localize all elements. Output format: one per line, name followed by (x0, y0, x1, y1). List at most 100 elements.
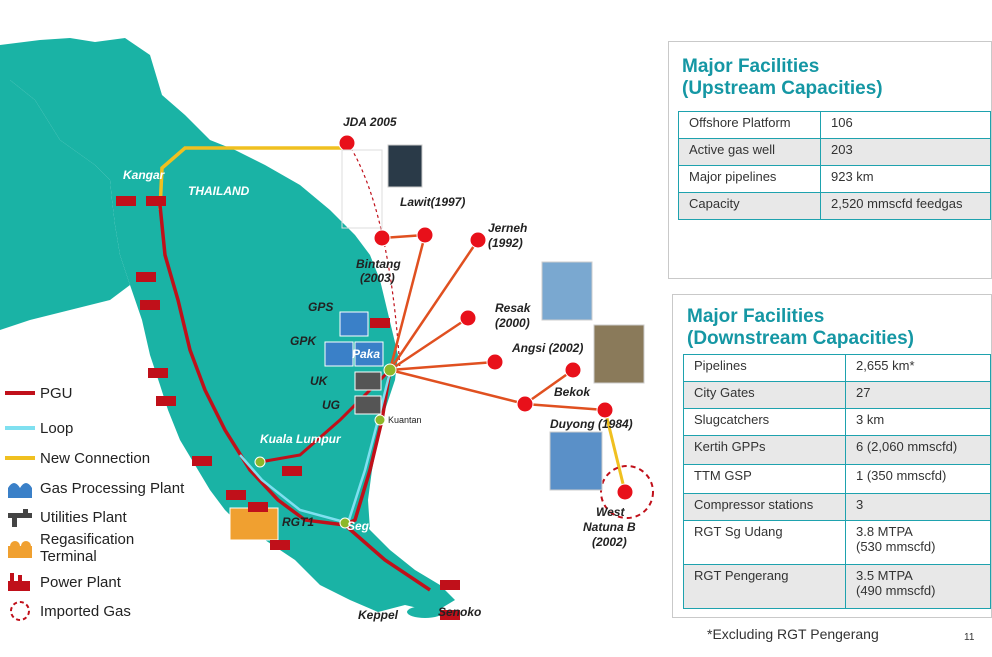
yellow-line-icon (0, 447, 40, 469)
label-duyong: Duyong (1984) (550, 417, 633, 431)
label-kuantan: Kuantan (388, 415, 422, 425)
upstream-label-cell: Capacity (678, 192, 821, 220)
label-resak-year: (2000) (495, 316, 530, 330)
gps-icon (339, 311, 369, 337)
downstream-label-cell: Pipelines (683, 354, 846, 382)
label-west-natuna-2: Natuna B (583, 520, 636, 534)
downstream-value-cell: 3.8 MTPA (530 mmscfd) (845, 520, 991, 565)
land-left (0, 80, 130, 330)
upstream-panel: Major Facilities (Upstream Capacities) O… (668, 41, 992, 279)
legend-item-loop: Loop (0, 417, 73, 439)
legend-label: New Connection (40, 449, 151, 467)
upstream-value-cell: 923 km (820, 165, 991, 193)
label-jda: JDA 2005 (343, 115, 397, 129)
legend-label: Loop (40, 419, 74, 437)
label-west-natuna-year: (2002) (592, 535, 627, 549)
pgu-line-east (344, 369, 392, 527)
upstream-value-cell: 106 (820, 111, 991, 139)
downstream-label-cell: City Gates (683, 381, 846, 409)
angsi-photo (593, 324, 645, 384)
upstream-title: Major Facilities (Upstream Capacities) (682, 56, 883, 100)
legend-item-imported-gas: Imported Gas (0, 600, 131, 622)
label-kuala-lumpur: Kuala Lumpur (260, 432, 342, 446)
resak-photo (541, 261, 593, 321)
downstream-label-cell: RGT Sg Udang (683, 520, 846, 565)
page-number: 11 (964, 632, 975, 643)
legend-item-pgu: PGU (0, 382, 73, 404)
downstream-title-line2: (Downstream Capacities) (687, 328, 915, 349)
downstream-value-cell: 2,655 km* (845, 354, 991, 382)
imported-gas-ring (600, 465, 654, 519)
gas-plant-icon (0, 477, 40, 499)
downstream-label-cell: Compressor stations (683, 493, 846, 521)
upstream-label-cell: Offshore Platform (678, 111, 821, 139)
legend-item-gas-plant: Gas Processing Plant (0, 477, 184, 499)
label-thailand: THAILAND (188, 184, 250, 198)
label-uk: UK (310, 374, 329, 388)
label-west-natuna: West (596, 505, 625, 519)
label-jerneh: Jerneh (488, 221, 527, 235)
legend-item-utilities: Utilities Plant (0, 506, 127, 528)
downstream-value-cell: 3 (845, 493, 991, 521)
label-bekok: Bekok (554, 385, 591, 399)
label-senoko: Senoko (438, 605, 481, 619)
pgu-line-mid (259, 368, 392, 464)
label-segamat: Segamat (347, 519, 398, 533)
cyan-line-icon (0, 417, 40, 439)
legend-label: Gas Processing Plant (40, 479, 185, 497)
new-connection-line (158, 146, 345, 211)
label-bintang-year: (2003) (360, 271, 395, 285)
jda-photo-frame (341, 149, 383, 229)
ug-utilities-icon (354, 395, 382, 415)
onshore-nodes (254, 363, 397, 529)
downstream-label-cell: RGT Pengerang (683, 564, 846, 609)
legend-item-new-connection: New Connection (0, 447, 150, 469)
upstream-value-cell: 203 (820, 138, 991, 166)
gpk-icon-2 (354, 341, 384, 367)
downstream-value-cell: 6 (2,060 mmscfd) (845, 435, 991, 465)
label-kangar: Kangar (123, 168, 166, 182)
rgt1-regas-icon (229, 507, 279, 541)
label-lawit: Lawit(1997) (400, 195, 465, 209)
downstream-panel: Major Facilities (Downstream Capacities)… (672, 294, 992, 618)
peninsula-landmass (0, 38, 455, 612)
upstream-title-line1: Major Facilities (682, 56, 820, 77)
offshore-pipelines (381, 233, 606, 412)
legend-label-line1: Regasification (40, 531, 135, 548)
downstream-title: Major Facilities (Downstream Capacities) (687, 306, 914, 350)
upstream-title-line2: (Upstream Capacities) (682, 78, 883, 99)
label-gps: GPS (308, 300, 333, 314)
downstream-value-cell: 3 km (845, 408, 991, 436)
downstream-label-cell: Slugcatchers (683, 408, 846, 436)
legend-label: Utilities Plant (40, 508, 127, 526)
duyong-photo (549, 431, 603, 491)
downstream-value-cell: 3.5 MTPA (490 mmscfd) (845, 564, 991, 609)
field-markers (338, 134, 634, 501)
utilities-plant-icon (0, 506, 40, 528)
gpk-icon (324, 341, 354, 367)
upstream-label-cell: Active gas well (678, 138, 821, 166)
label-angsi: Angsi (2002) (511, 341, 583, 355)
label-jerneh-year: (1992) (488, 236, 523, 250)
label-rgt1: RGT1 (282, 515, 314, 529)
singapore-island (407, 606, 443, 618)
downstream-label-cell: Kertih GPPs (683, 435, 846, 465)
legend-item-power-plant: Power Plant (0, 571, 121, 593)
upstream-label-cell: Major pipelines (678, 165, 821, 193)
new-connection-line-south (603, 409, 627, 493)
